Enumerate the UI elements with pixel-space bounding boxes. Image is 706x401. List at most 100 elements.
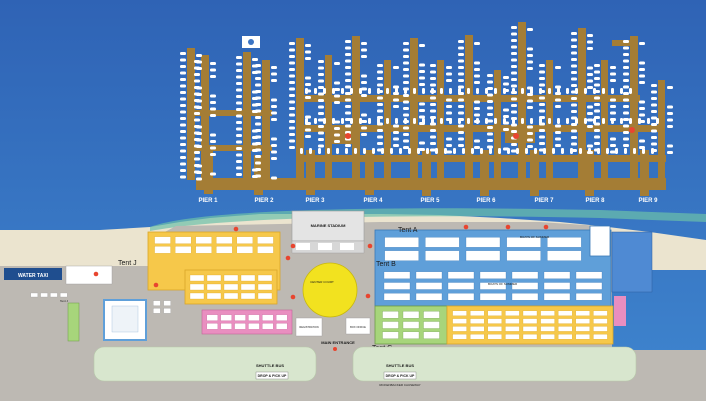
boat — [458, 46, 464, 50]
tent-j-lower[interactable] — [67, 302, 80, 342]
boat — [361, 48, 367, 52]
boat — [539, 64, 545, 67]
pier-9-stem — [640, 150, 649, 196]
boat — [334, 127, 340, 130]
boat — [318, 105, 324, 109]
boat — [194, 86, 200, 89]
boat — [305, 115, 311, 119]
boat — [377, 142, 383, 145]
registration[interactable] — [295, 317, 323, 337]
boat — [180, 149, 186, 153]
booth — [506, 250, 541, 261]
boat — [236, 153, 242, 157]
boat — [507, 148, 510, 154]
boat — [368, 88, 371, 94]
booth — [206, 314, 219, 321]
water-taxi-label: WATER TAXI — [18, 273, 49, 279]
boat — [404, 88, 407, 94]
boat — [639, 113, 645, 117]
boat — [403, 107, 409, 110]
boat — [271, 144, 277, 147]
boat — [512, 88, 515, 94]
boat — [446, 98, 452, 102]
boat — [587, 144, 593, 148]
booth — [383, 271, 411, 279]
booth — [50, 292, 58, 298]
boat — [210, 107, 216, 111]
boat — [210, 75, 216, 78]
boat — [594, 70, 600, 74]
booth — [543, 271, 571, 279]
info-marker-icon — [513, 133, 519, 139]
pink-tent[interactable] — [201, 309, 293, 335]
boat — [318, 131, 324, 135]
boat — [487, 80, 493, 84]
boat — [318, 60, 324, 63]
boat — [587, 73, 593, 76]
booth — [479, 293, 507, 301]
boat — [458, 124, 464, 128]
boat — [620, 88, 623, 94]
boat — [289, 94, 295, 97]
pier-5-stem — [422, 150, 431, 196]
boat — [539, 103, 545, 106]
vip-booth[interactable] — [589, 225, 611, 257]
booth — [234, 314, 246, 321]
booth — [558, 326, 573, 332]
pier-label: PIER 2 — [254, 198, 274, 204]
boat — [511, 65, 517, 68]
booth — [216, 236, 233, 244]
water-taxi[interactable] — [4, 268, 62, 280]
boat — [271, 157, 277, 160]
boat — [651, 123, 657, 126]
boat — [527, 99, 533, 103]
center-court[interactable] — [302, 262, 358, 318]
booth — [223, 274, 239, 282]
boat — [363, 148, 366, 154]
boat — [318, 86, 324, 89]
shuttle-right-line1: SHUTTLE BUS — [386, 363, 414, 368]
boat — [587, 112, 593, 115]
boat — [511, 123, 517, 127]
shuttle-lot-right[interactable] — [352, 346, 637, 382]
boat — [494, 118, 497, 124]
boat — [327, 148, 330, 154]
boat — [289, 133, 295, 136]
boat — [314, 118, 317, 124]
booth — [575, 334, 590, 340]
boat — [651, 148, 654, 154]
booth — [423, 321, 440, 329]
boat — [458, 131, 464, 134]
boat — [236, 75, 242, 79]
pier-4-stem — [365, 150, 374, 195]
boat — [611, 118, 614, 124]
boat — [571, 71, 577, 74]
boat — [489, 148, 492, 154]
boat — [610, 111, 616, 115]
boat — [236, 62, 242, 66]
boat — [594, 129, 600, 132]
map-marker-icon — [367, 243, 373, 249]
boat — [419, 70, 425, 73]
boat — [651, 136, 657, 139]
boat — [419, 63, 425, 67]
boat — [318, 92, 324, 96]
boat — [305, 76, 311, 80]
dock-finger — [578, 28, 586, 180]
boat — [255, 109, 261, 113]
box-office[interactable] — [345, 317, 371, 335]
boat — [381, 148, 384, 154]
boat — [446, 111, 452, 115]
boat — [354, 148, 357, 154]
boat — [511, 149, 517, 153]
booth — [575, 293, 603, 301]
boat — [408, 148, 411, 154]
boat — [539, 83, 545, 87]
pier-label: PIER 4 — [363, 198, 383, 204]
booth — [415, 293, 443, 301]
marine-stadium[interactable] — [291, 210, 365, 242]
booth — [248, 323, 260, 330]
boat — [487, 119, 493, 123]
boat — [255, 70, 261, 74]
entrance-marker-icon — [333, 347, 337, 351]
